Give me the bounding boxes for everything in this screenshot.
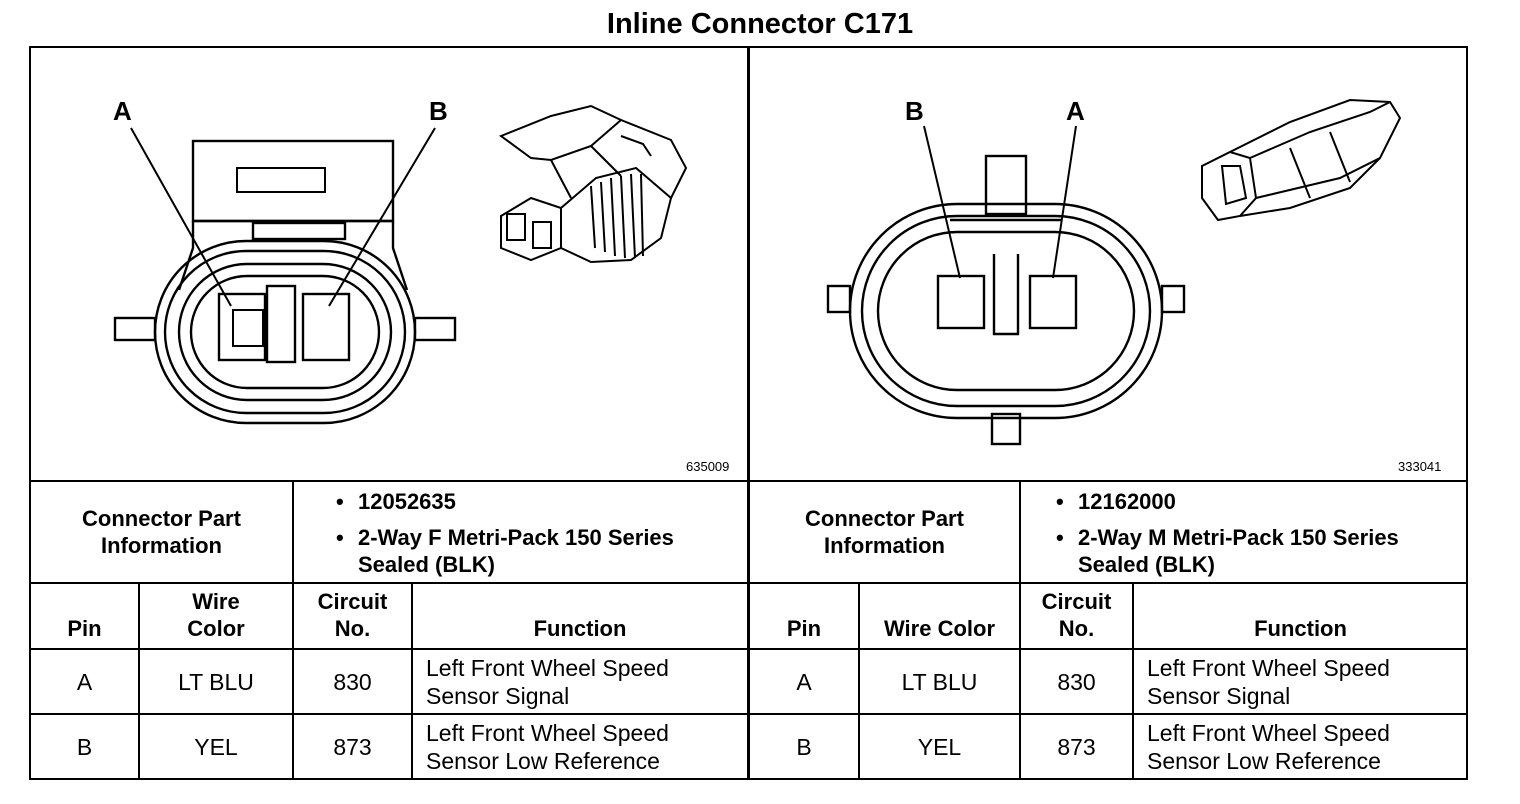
header-pin: Pin bbox=[786, 616, 822, 641]
left-col-divider-2 bbox=[292, 582, 294, 780]
left-info-divider bbox=[292, 480, 294, 582]
header-wire-color: Wire Color bbox=[140, 584, 292, 648]
table-row-pin: B bbox=[76, 734, 93, 760]
diagram-title: Inline Connector C171 bbox=[606, 8, 914, 40]
image-id: 333041 bbox=[1398, 459, 1442, 474]
table-row-circuit: 873 bbox=[1057, 734, 1096, 760]
left-col-divider-3 bbox=[411, 582, 413, 780]
part-description: •2-Way M Metri-Pack 150 Series Sealed (B… bbox=[1056, 525, 1399, 577]
info-label-text: Connector Part Information bbox=[82, 506, 241, 558]
right-col-divider-3 bbox=[1132, 582, 1134, 780]
header-circuit: Circuit No. bbox=[294, 584, 411, 648]
pin-label-b: B bbox=[905, 96, 924, 126]
table-row-wire-color: LT BLU bbox=[901, 668, 978, 695]
header-function: Function bbox=[1254, 616, 1347, 641]
image-id: 635009 bbox=[686, 459, 730, 474]
part-number: •12162000 bbox=[1056, 489, 1176, 514]
table-row-wire-color: YEL bbox=[917, 734, 962, 760]
part-description-line2: Sealed (BLK) bbox=[1078, 552, 1215, 577]
header-circuit-text: Circuit No. bbox=[1041, 589, 1112, 641]
part-number-text: 12162000 bbox=[1078, 489, 1176, 514]
header-circuit: Circuit No. bbox=[1021, 584, 1132, 648]
connector-part-info-label: Connector Part Information bbox=[750, 482, 1019, 582]
divider-header-rowA bbox=[29, 648, 1468, 650]
table-row-function: Left Front Wheel Speed Sensor Low Refere… bbox=[1147, 720, 1390, 774]
table-row-pin: A bbox=[796, 668, 812, 695]
female-connector-drawing: A B 635009 bbox=[31, 48, 747, 480]
pin-label-b: B bbox=[429, 96, 448, 126]
part-description-line1: 2-Way F Metri-Pack 150 Series bbox=[358, 525, 674, 550]
divider-rowA-rowB bbox=[29, 713, 1468, 715]
info-label-text: Connector Part Information bbox=[805, 506, 964, 558]
male-connector-drawing: B A 333041 bbox=[750, 48, 1468, 480]
pin-label-a: A bbox=[1066, 96, 1085, 126]
header-wire-color: Wire Color bbox=[883, 616, 996, 641]
part-description-line1: 2-Way M Metri-Pack 150 Series bbox=[1078, 525, 1399, 550]
table-row-function: Left Front Wheel Speed Sensor Signal bbox=[426, 654, 669, 709]
table-row-wire-color: LT BLU bbox=[178, 668, 254, 695]
table-row-pin: A bbox=[76, 668, 93, 695]
divider-drawing-info bbox=[29, 480, 1468, 482]
header-function: Function bbox=[533, 616, 627, 641]
header-pin: Pin bbox=[67, 616, 102, 641]
pin-label-a: A bbox=[113, 96, 132, 126]
part-description: •2-Way F Metri-Pack 150 Series Sealed (B… bbox=[336, 525, 674, 577]
table-row-pin: B bbox=[796, 734, 812, 760]
part-description-line2: Sealed (BLK) bbox=[358, 552, 495, 577]
table-row-circuit: 830 bbox=[1057, 668, 1096, 695]
table-row-circuit: 830 bbox=[333, 668, 372, 695]
table-row-function: Left Front Wheel Speed Sensor Signal bbox=[1147, 654, 1390, 709]
header-wire-color-text: Wire Color bbox=[187, 589, 245, 641]
divider-info-header bbox=[29, 582, 1468, 584]
left-col-divider-1 bbox=[138, 582, 140, 780]
right-col-divider-1 bbox=[858, 582, 860, 780]
table-row-function: Left Front Wheel Speed Sensor Low Refere… bbox=[426, 720, 669, 774]
table-row-circuit: 873 bbox=[333, 734, 372, 760]
table-row-wire-color: YEL bbox=[194, 734, 238, 760]
connector-part-info-label: Connector Part Information bbox=[31, 482, 292, 582]
right-col-divider-2 bbox=[1019, 582, 1021, 780]
part-number-text: 12052635 bbox=[358, 489, 456, 514]
header-circuit-text: Circuit No. bbox=[317, 589, 388, 641]
center-divider bbox=[747, 46, 750, 780]
part-number: •12052635 bbox=[336, 489, 456, 514]
right-info-divider bbox=[1019, 480, 1021, 582]
